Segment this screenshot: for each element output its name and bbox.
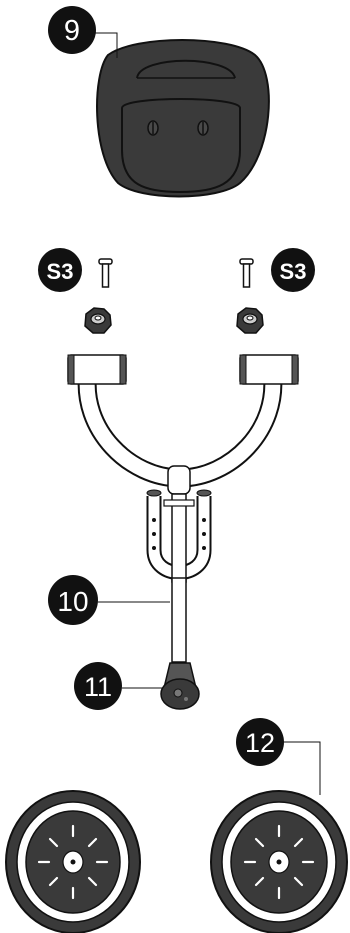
callout-11: 11 [74, 662, 162, 710]
wheel-right [211, 791, 347, 933]
callout-12: 12 [236, 718, 320, 795]
screw-left [99, 259, 112, 287]
callout-s3-left-label: S3 [47, 259, 74, 284]
knob-nut-left [85, 308, 111, 333]
wheel-left [6, 791, 140, 933]
frame-arm-outer [87, 372, 273, 478]
callout-10-label: 10 [57, 586, 88, 617]
callout-9: 9 [48, 6, 117, 58]
callout-10: 10 [48, 575, 170, 625]
axle-part [161, 663, 199, 709]
seat-cushion [122, 99, 240, 192]
frame-part [68, 355, 298, 662]
callout-11-label: 11 [84, 672, 112, 702]
screw-right [240, 259, 253, 287]
callout-s3-right: S3 [271, 248, 315, 292]
callout-12-label: 12 [245, 728, 275, 758]
callout-s3-right-label: S3 [280, 259, 307, 284]
seat-part [97, 40, 269, 197]
knob-nut-right [237, 308, 263, 333]
callout-s3-left: S3 [38, 248, 82, 292]
callout-9-label: 9 [64, 15, 80, 47]
